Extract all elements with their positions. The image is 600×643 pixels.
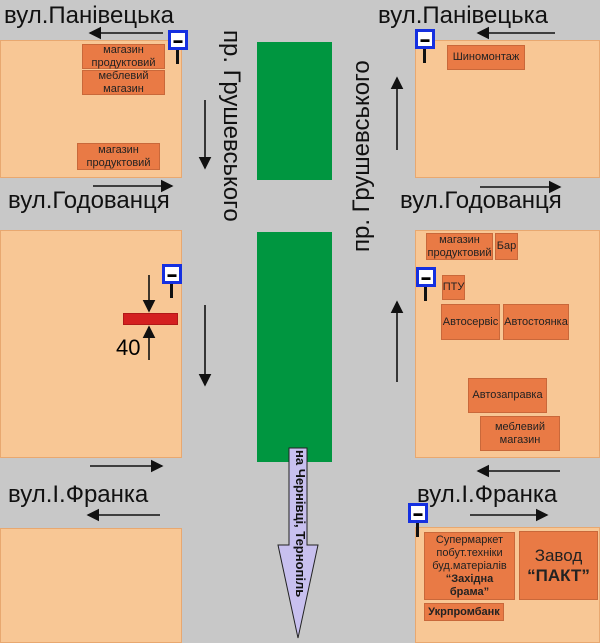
bus-stop-icon: ▬ xyxy=(168,30,188,64)
direction-arrow xyxy=(277,447,319,639)
shop-furniture: меблевий магазин xyxy=(82,70,165,95)
speed-limit-label: 40 xyxy=(116,335,141,360)
plant-label: Завод xyxy=(534,545,583,565)
street-label-panivetska-right: вул.Панівецька xyxy=(378,2,549,29)
plant-pakt: Завод “ПАКТ” xyxy=(519,531,598,600)
street-label-hodovantsia-right: вул.Годованця xyxy=(400,187,562,214)
shop-bar: Бар xyxy=(495,233,518,260)
shop-school: ПТУ xyxy=(442,275,465,300)
direction-sign-label: на Чернівці, Тернопіль xyxy=(293,450,308,598)
shop-grocery: магазин продуктовий xyxy=(77,143,160,170)
bus-stop-icon: ▬ xyxy=(416,267,436,301)
shop-tire-service: Шиномонтаж xyxy=(447,45,525,70)
shop-car-service: Автосервіс xyxy=(441,304,500,340)
bus-stop-icon: ▬ xyxy=(415,29,435,63)
supermarket-desc: Супермаркет побут.техніки буд.матеріалів xyxy=(432,533,507,572)
shop-parking: Автостоянка xyxy=(503,304,569,340)
street-label-franka-left: вул.І.Франка xyxy=(8,481,149,508)
street-label-hodovantsia-left: вул.Годованця xyxy=(8,187,170,214)
supermarket-name: “Західна брама” xyxy=(445,572,494,598)
bus-stop-icon: ▬ xyxy=(408,503,428,537)
shop-furniture: меблевий магазин xyxy=(480,416,560,451)
street-label-panivetska-left: вул.Панівецька xyxy=(4,2,175,29)
shop-supermarket: Супермаркет побут.техніки буд.матеріалів… xyxy=(424,532,515,600)
shop-grocery: магазин продуктовий xyxy=(82,44,165,69)
median-top xyxy=(257,42,332,180)
bus-stop-icon: ▬ xyxy=(162,264,182,298)
median-bottom xyxy=(257,232,332,462)
bank-ukrprombank: Укрпромбанк xyxy=(424,603,504,621)
block-middle-left xyxy=(0,230,182,458)
speed-zone-marker xyxy=(123,313,178,325)
shop-grocery: магазин продуктовий xyxy=(426,233,493,260)
street-label-franka-right: вул.І.Франка xyxy=(417,481,558,508)
shop-gas-station: Автозаправка xyxy=(468,378,547,413)
plant-name: “ПАКТ” xyxy=(527,565,590,585)
